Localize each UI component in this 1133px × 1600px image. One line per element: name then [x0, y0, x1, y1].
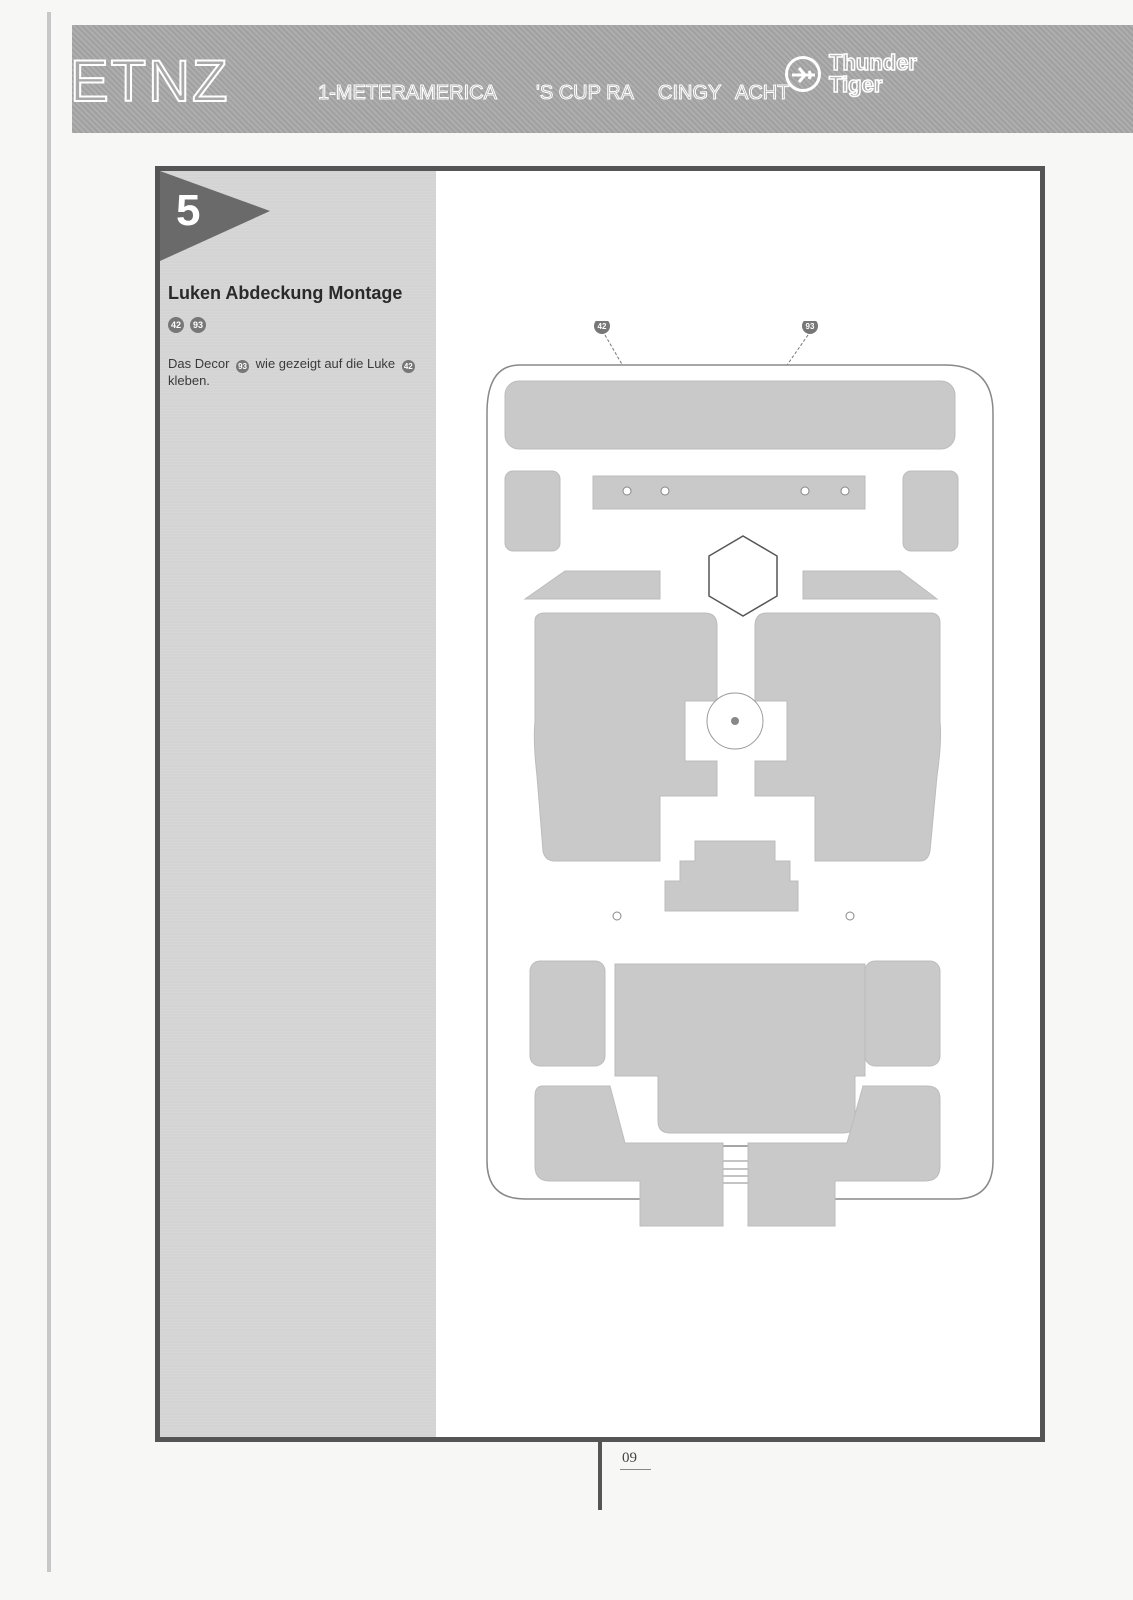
instruction-end: kleben.	[168, 373, 210, 388]
part-ref: 93	[190, 317, 206, 333]
thunder-tiger-logo: Thunder Tiger	[785, 50, 955, 100]
subtitle-part-2: 'S CUP RA	[536, 82, 635, 105]
step-number: 5	[176, 186, 201, 235]
svg-text:93: 93	[806, 322, 815, 331]
part-ref-inline: 42	[401, 360, 415, 373]
section-title: Luken Abdeckung Montage	[168, 283, 403, 303]
part-ref: 42	[168, 317, 184, 333]
hatch-decal-drawing: 42 93	[486, 321, 994, 1227]
footer-rule	[598, 1440, 602, 1510]
part-ref-inline: 93	[236, 360, 250, 373]
step-badge	[160, 171, 270, 261]
airplane-circle-icon	[785, 56, 821, 92]
decal-pieces	[504, 380, 959, 1227]
subtitle-part-1: 1-METERAMERICA	[318, 82, 498, 105]
svg-text:42: 42	[598, 322, 607, 331]
page-number: 09	[620, 1450, 651, 1470]
subtitle-part-4: ACHT	[734, 82, 790, 105]
instruction-start: Das Decor	[168, 356, 230, 371]
step-sidebar: 5 Luken Abdeckung Montage 42 93 Das Deco…	[160, 171, 436, 1437]
page-header	[72, 25, 1133, 133]
instruction-text: Das Decor 93 wie gezeigt auf die Luke 42…	[168, 356, 430, 388]
logo-word-bottom: Tiger	[828, 72, 883, 97]
part-references: 42 93	[168, 317, 206, 333]
brand-title: ETNZ	[69, 48, 230, 115]
hexagon-cutout	[708, 535, 778, 617]
instruction-middle: wie gezeigt auf die Luke	[255, 356, 396, 371]
logo-word-top: Thunder	[828, 50, 918, 75]
margin-rule	[47, 12, 51, 1572]
instruction-panel: 5 Luken Abdeckung Montage 42 93 Das Deco…	[155, 166, 1045, 1442]
subtitle-part-3: CINGY	[657, 82, 722, 105]
